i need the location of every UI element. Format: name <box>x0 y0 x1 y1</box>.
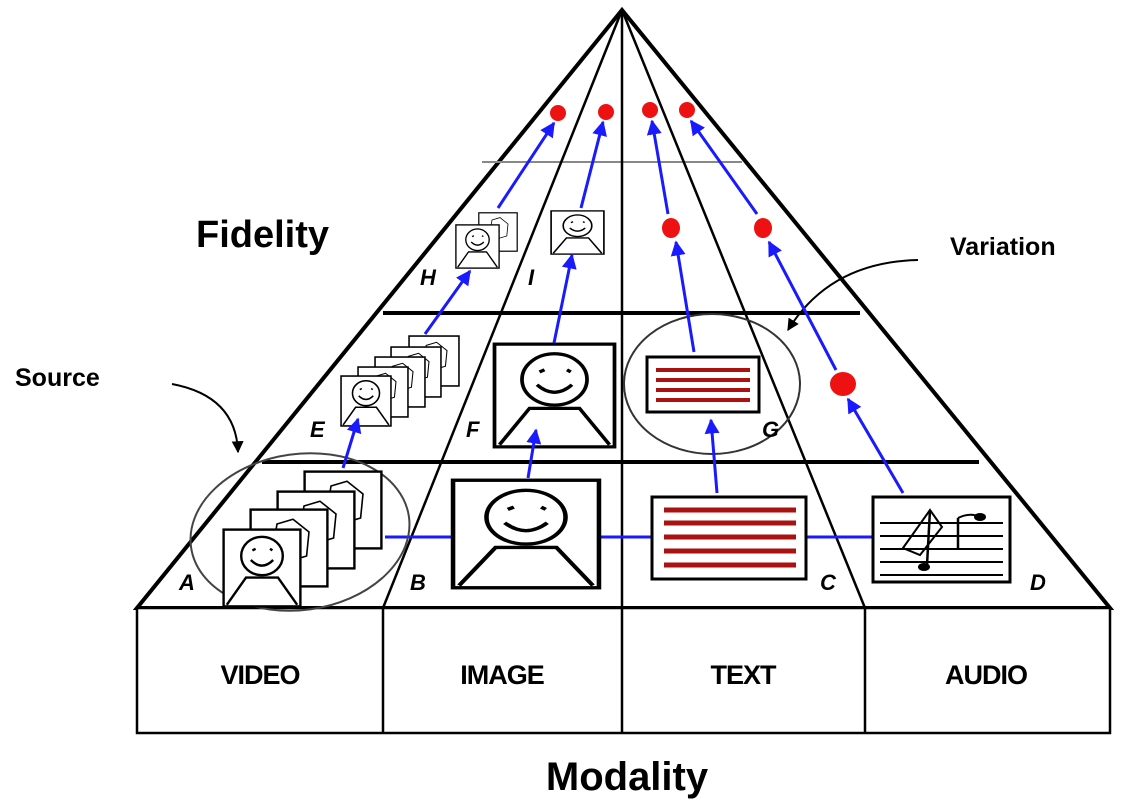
transcoding-arrows <box>341 119 905 494</box>
variation-label: Variation <box>950 233 1056 261</box>
text-document-icon <box>650 495 808 581</box>
node-label-b: B <box>410 570 426 595</box>
node-label-i: I <box>528 265 535 290</box>
node-label-a: A <box>178 570 195 595</box>
source-pointer-arrow <box>171 383 244 454</box>
modality-divider-video-image <box>381 9 624 609</box>
modality-text: TEXT <box>710 660 777 690</box>
modality-video: VIDEO <box>220 660 299 690</box>
music-notes-icon <box>871 495 1012 584</box>
modality-audio: AUDIO <box>945 660 1027 690</box>
modality-divider-text-audio <box>620 9 867 609</box>
node-label-c: C <box>820 570 837 595</box>
source-cluster-ellipse <box>189 452 411 612</box>
video-frame-stack-icon <box>222 470 383 608</box>
image-face-medium-icon <box>492 342 617 449</box>
node-label-f: F <box>466 417 480 442</box>
video-frame-stack-small-icon <box>340 335 460 427</box>
red-dots <box>550 102 856 396</box>
node-label-d: D <box>1030 570 1046 595</box>
modality-table <box>135 606 1112 735</box>
variation-ellipse <box>623 313 801 455</box>
text-document-small-icon <box>645 355 761 414</box>
node-label-e: E <box>310 417 326 442</box>
image-face-icon <box>453 480 599 588</box>
modality-label: Modality <box>546 755 709 799</box>
modality-image: IMAGE <box>460 660 544 690</box>
video-frame-stack-tiny-icon <box>455 212 518 269</box>
node-label-g: G <box>762 417 779 442</box>
image-face-tiny-icon <box>550 210 605 255</box>
node-label-h: H <box>420 265 437 290</box>
variation-pointer-arrow <box>787 259 919 332</box>
fidelity-label: Fidelity <box>196 214 329 256</box>
source-label: Source <box>15 364 100 392</box>
